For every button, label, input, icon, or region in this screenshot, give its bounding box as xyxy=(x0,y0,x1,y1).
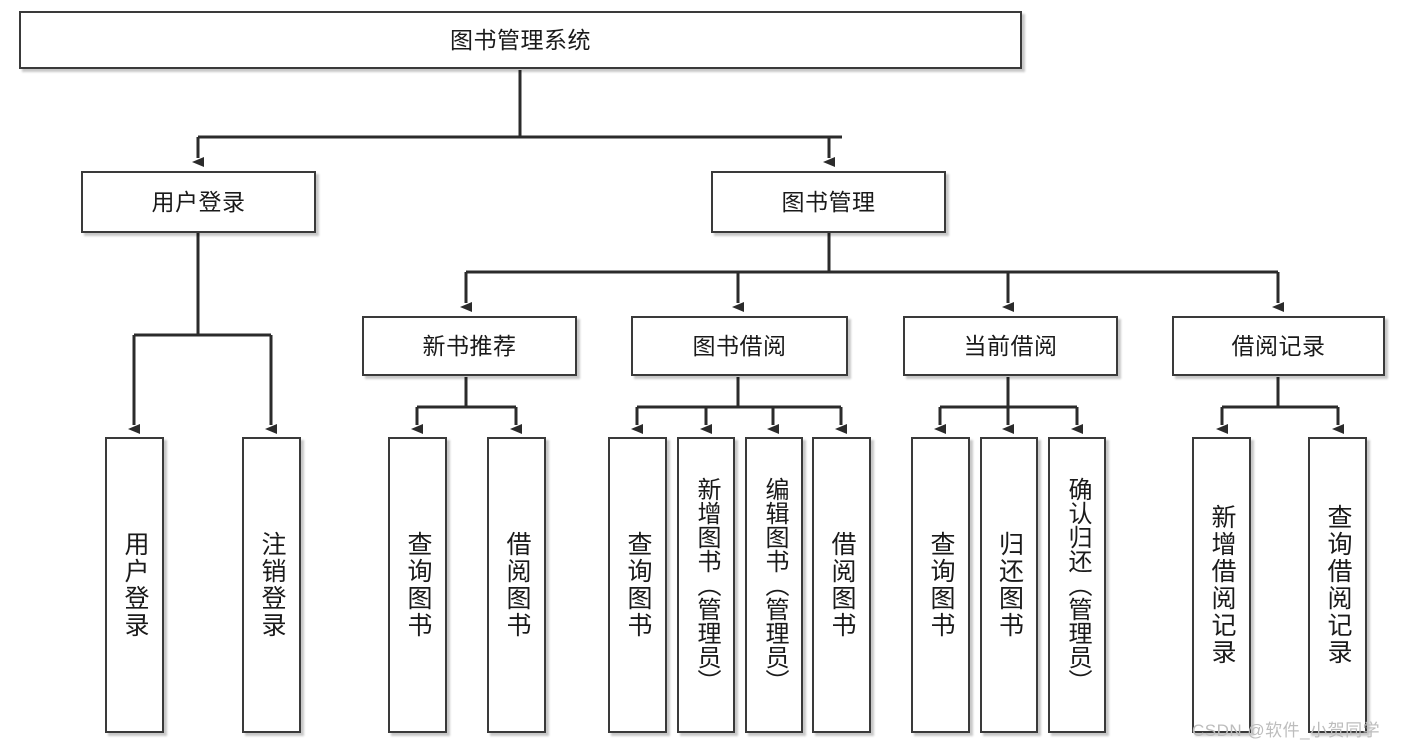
node-leaf-current-borrow-return[interactable]: 归还图书 xyxy=(980,437,1038,733)
node-root-system[interactable]: 图书管理系统 xyxy=(19,11,1022,69)
node-leaf-book-borrow-add-label: 新增图书（管理员） xyxy=(693,477,720,693)
node-leaf-new-book-borrow-label: 借阅图书 xyxy=(503,531,531,639)
node-leaf-book-borrow-edit-label: 编辑图书（管理员） xyxy=(761,477,788,693)
node-user-login-label: 用户登录 xyxy=(151,188,246,215)
node-leaf-user-login-logout-label: 注销登录 xyxy=(258,531,286,639)
node-leaf-book-borrow-query-label: 查询图书 xyxy=(624,531,652,639)
node-book-borrow-label: 图书借阅 xyxy=(692,332,787,359)
node-leaf-user-login-login-label: 用户登录 xyxy=(121,531,149,639)
node-leaf-borrow-record-add[interactable]: 新增借阅记录 xyxy=(1192,437,1251,733)
node-leaf-new-book-borrow[interactable]: 借阅图书 xyxy=(487,437,546,733)
node-leaf-user-login-logout[interactable]: 注销登录 xyxy=(242,437,301,733)
node-current-borrow-label: 当前借阅 xyxy=(963,332,1058,359)
node-leaf-borrow-record-query[interactable]: 查询借阅记录 xyxy=(1308,437,1367,733)
node-book-borrow[interactable]: 图书借阅 xyxy=(631,316,848,376)
node-user-login[interactable]: 用户登录 xyxy=(81,171,316,233)
node-new-book-recommend[interactable]: 新书推荐 xyxy=(362,316,577,376)
node-book-manage[interactable]: 图书管理 xyxy=(711,171,946,233)
node-current-borrow[interactable]: 当前借阅 xyxy=(903,316,1118,376)
node-leaf-borrow-record-add-label: 新增借阅记录 xyxy=(1208,504,1236,666)
node-leaf-current-borrow-confirm[interactable]: 确认归还（管理员） xyxy=(1048,437,1106,733)
watermark: CSDN @软件_小贺同学 xyxy=(1192,721,1381,740)
node-leaf-current-borrow-return-label: 归还图书 xyxy=(995,531,1024,639)
node-leaf-book-borrow-edit[interactable]: 编辑图书（管理员） xyxy=(745,437,803,733)
node-book-manage-label: 图书管理 xyxy=(781,188,876,215)
node-root-system-label: 图书管理系统 xyxy=(450,26,591,53)
node-leaf-current-borrow-query[interactable]: 查询图书 xyxy=(911,437,970,733)
node-new-book-recommend-label: 新书推荐 xyxy=(422,332,517,359)
node-borrow-record[interactable]: 借阅记录 xyxy=(1172,316,1385,376)
node-leaf-book-borrow-query[interactable]: 查询图书 xyxy=(608,437,667,733)
node-leaf-user-login-login[interactable]: 用户登录 xyxy=(105,437,164,733)
node-leaf-current-borrow-confirm-label: 确认归还（管理员） xyxy=(1064,477,1091,693)
node-leaf-new-book-query-label: 查询图书 xyxy=(404,531,432,639)
node-leaf-current-borrow-query-label: 查询图书 xyxy=(927,531,955,639)
node-borrow-record-label: 借阅记录 xyxy=(1231,332,1326,359)
node-leaf-book-borrow-borrow-label: 借阅图书 xyxy=(828,531,856,639)
node-leaf-borrow-record-query-label: 查询借阅记录 xyxy=(1324,504,1352,666)
node-leaf-book-borrow-add[interactable]: 新增图书（管理员） xyxy=(677,437,735,733)
node-leaf-book-borrow-borrow[interactable]: 借阅图书 xyxy=(812,437,871,733)
node-leaf-new-book-query[interactable]: 查询图书 xyxy=(388,437,447,733)
